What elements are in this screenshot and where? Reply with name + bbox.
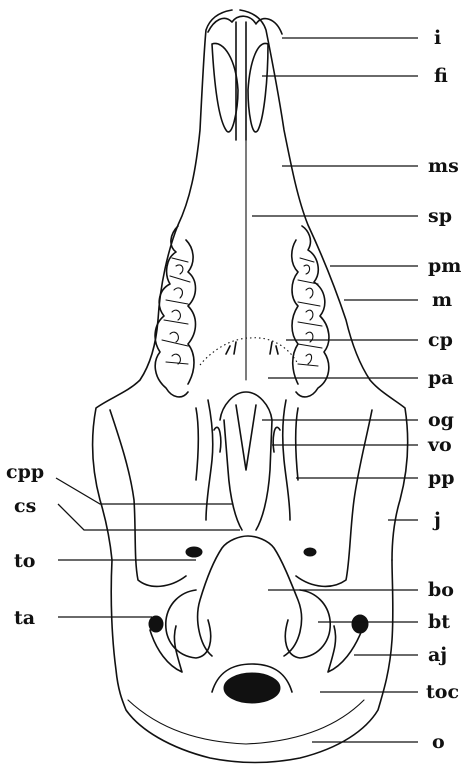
tympanic-bulla-left [166,590,211,658]
foramen-ovale-right [304,548,316,556]
left-tooth-row [155,226,195,397]
incisive-foramen-left [212,43,238,131]
palatine-foramina [226,342,278,354]
label-cp: cp [428,329,453,351]
leader-lines [56,38,418,742]
label-cs: cs [14,495,36,517]
right-tooth-row [292,226,329,397]
skull-drawing [93,10,408,763]
incisor-outline [208,16,282,140]
label-pa: pa [428,367,454,389]
foramen-magnum [224,673,280,703]
pterygoid-right [273,400,298,520]
label-i: i [434,27,441,49]
label-bt: bt [428,611,450,633]
incisive-foramen-right [248,43,268,131]
label-cpp: cpp [6,461,44,483]
palatine-suture [200,338,298,365]
label-vo: vo [427,434,452,456]
choanae-outline [220,392,272,530]
label-ms: ms [428,155,459,177]
label-ta: ta [14,607,35,629]
zygomatic-arch-right [296,410,372,586]
auditory-opening-right [352,615,368,633]
pterygoid-left [196,400,221,520]
auditory-opening-left [149,616,163,632]
label-pm: pm [428,255,461,277]
label-to: to [14,550,35,572]
label-m: m [432,289,452,311]
label-toc: toc [426,681,459,703]
label-fi: fi [434,65,448,87]
labels: i fi ms sp pm m cp pa og vo pp j bo bt a… [6,27,461,753]
paroccipital-process-right [328,626,362,672]
foramen-ovale-left [186,547,202,557]
label-o: o [432,731,445,753]
label-j: j [432,509,441,531]
label-pp: pp [428,467,455,489]
label-og: og [428,409,454,431]
occipital-ridge [128,700,364,744]
label-aj: aj [428,644,447,666]
label-sp: sp [428,205,452,227]
label-bo: bo [428,579,454,601]
